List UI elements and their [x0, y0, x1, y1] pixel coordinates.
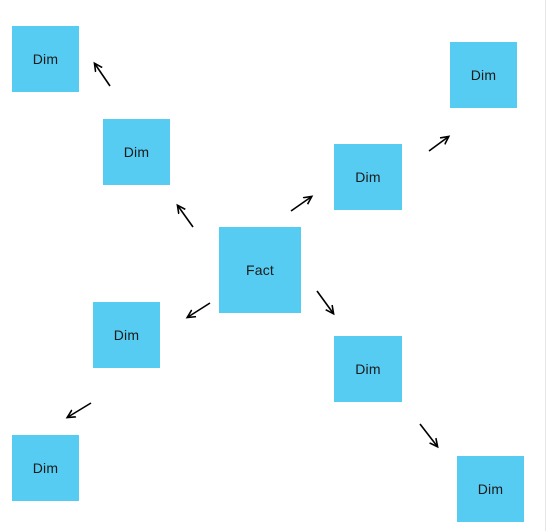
dim-node-lower-left-outer[interactable]: Dim	[12, 435, 79, 501]
arrow-lower-left-dim-to-outer-dim	[68, 402, 92, 417]
dim-node-label: Dim	[32, 460, 59, 476]
dim-node-lower-left-inner[interactable]: Dim	[93, 302, 160, 368]
arrow-fact-to-lower-right-dim	[316, 290, 333, 313]
dim-node-upper-left-outer[interactable]: Dim	[12, 26, 79, 92]
fact-node[interactable]: Fact	[219, 227, 301, 313]
arrow-fact-to-upper-left-dim	[178, 206, 194, 228]
fact-node-label: Fact	[245, 262, 275, 278]
dim-node-lower-right-outer[interactable]: Dim	[457, 456, 524, 522]
dim-node-label: Dim	[32, 51, 59, 67]
arrow-fact-to-upper-right-dim	[290, 197, 311, 212]
arrow-upper-right-dim-to-outer-dim	[428, 137, 448, 152]
dim-node-label: Dim	[470, 67, 497, 83]
arrow-upper-left-dim-to-outer-dim	[95, 64, 111, 87]
dim-node-label: Dim	[355, 361, 381, 377]
dim-node-upper-left-inner[interactable]: Dim	[103, 119, 170, 185]
dim-node-label: Dim	[477, 481, 504, 497]
dim-node-label: Dim	[113, 327, 140, 343]
arrow-lower-right-dim-to-outer-dim	[419, 423, 437, 446]
arrow-fact-to-lower-left-dim	[188, 302, 211, 317]
dim-node-lower-right-inner[interactable]: Dim	[334, 336, 402, 402]
dim-node-label: Dim	[355, 169, 381, 185]
dim-node-label: Dim	[123, 144, 150, 160]
dim-node-upper-right-outer[interactable]: Dim	[450, 42, 517, 108]
dim-node-upper-right-inner[interactable]: Dim	[334, 144, 402, 210]
